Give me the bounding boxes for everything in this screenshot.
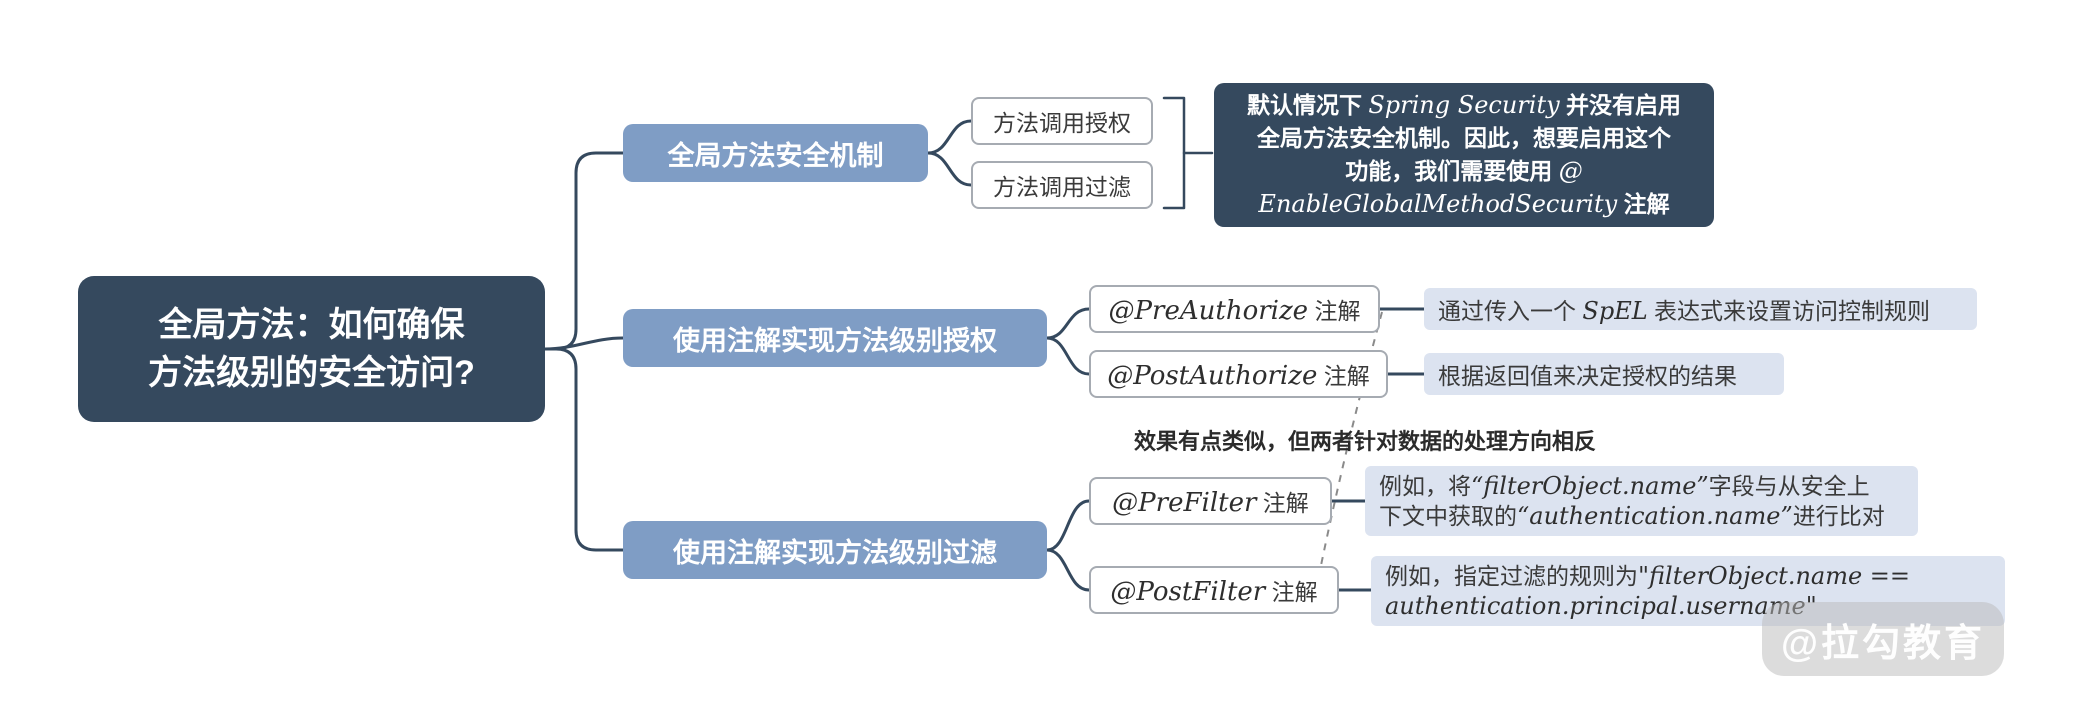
leaf-label-en: @PostFilter xyxy=(1110,577,1266,607)
note-line: 例如，将“filterObject.name”字段与从安全上 xyxy=(1379,472,1870,500)
connector-root-branch2 xyxy=(543,336,625,351)
note-text: 注解 xyxy=(1617,191,1670,217)
root-node: 全局方法：如何确保 方法级别的安全访问? xyxy=(78,276,545,422)
leaf-label-zh: 注解 xyxy=(1317,363,1370,389)
leaf-label: @PostAuthorize 注解 xyxy=(1107,357,1369,391)
branch-annotation-authorization: 使用注解实现方法级别授权 xyxy=(623,309,1047,367)
note-line: 默认情况下 Spring Security 并没有启用 xyxy=(1247,89,1681,122)
node-preauthorize-annotation: @PreAuthorize 注解 xyxy=(1089,285,1380,333)
relation-text: 效果有点类似，但两者针对数据的处理方向相反 xyxy=(1133,429,1596,454)
note-text: 全局方法安全机制。因此，想要启用这个 xyxy=(1257,125,1671,151)
branch-label: 使用注解实现方法级别过滤 xyxy=(673,537,997,568)
connector-branch3-child2 xyxy=(1045,548,1091,592)
root-title-line2: 方法级别的安全访问? xyxy=(148,354,475,392)
note-text: 根据返回值来决定授权的结果 xyxy=(1438,363,1737,389)
note-text-en: EnableGlobalMethodSecurity xyxy=(1258,190,1618,218)
connector-root-branch1 xyxy=(543,151,625,351)
note-prefilter-example: 例如，将“filterObject.name”字段与从安全上 下文中获取的“au… xyxy=(1365,466,1918,536)
note-similarity-comparison: 效果有点类似，但两者针对数据的处理方向相反 xyxy=(1120,426,1610,454)
branch-label: 全局方法安全机制 xyxy=(667,140,884,171)
note-enableglobalmethodsecurity: 默认情况下 Spring Security 并没有启用 全局方法安全机制。因此，… xyxy=(1214,83,1714,227)
leaf-label: @PreAuthorize 注解 xyxy=(1109,292,1361,326)
note-text-en: Spring Security xyxy=(1368,91,1560,119)
connector-branch2-child1 xyxy=(1045,307,1091,340)
branch-label: 使用注解实现方法级别授权 xyxy=(673,325,997,356)
watermark-lagou: @拉勾教育 xyxy=(1762,602,2004,676)
note-text: 并没有启用 xyxy=(1559,92,1682,118)
leaf-label: @PostFilter 注解 xyxy=(1110,573,1317,607)
leaf-label-zh: 注解 xyxy=(1308,298,1361,324)
connector-branch1-child2 xyxy=(926,151,973,187)
connector-root-branch3 xyxy=(543,347,625,552)
leaf-label: 方法调用过滤 xyxy=(993,174,1131,200)
leaf-label-zh: 注解 xyxy=(1265,579,1318,605)
root-title-line1: 全局方法：如何确保 xyxy=(158,306,465,344)
branch-global-method-security: 全局方法安全机制 xyxy=(623,124,928,182)
connector-branch1-child1 xyxy=(926,119,973,155)
node-prefilter-annotation: @PreFilter 注解 xyxy=(1089,477,1332,525)
note-line: EnableGlobalMethodSecurity 注解 xyxy=(1258,188,1669,221)
leaf-label: @PreFilter 注解 xyxy=(1112,484,1309,518)
note-preauthorize-desc: 通过传入一个 SpEL 表达式来设置访问控制规则 xyxy=(1424,288,1977,330)
note-postauthorize-desc: 根据返回值来决定授权的结果 xyxy=(1424,353,1784,395)
leaf-label-en: @PreFilter xyxy=(1112,488,1257,518)
note-line: 全局方法安全机制。因此，想要启用这个 xyxy=(1257,122,1671,155)
leaf-label-en: @PostAuthorize xyxy=(1107,361,1318,391)
leaf-label: 方法调用授权 xyxy=(993,110,1131,136)
note-text: 通过传入一个 SpEL 表达式来设置访问控制规则 xyxy=(1438,297,1931,325)
node-postauthorize-annotation: @PostAuthorize 注解 xyxy=(1089,350,1388,398)
note-line: 下文中获取的“authentication.name”进行比对 xyxy=(1379,502,1885,530)
note-text-en: @ xyxy=(1558,157,1583,185)
note-line: authentication.principal.username" xyxy=(1385,592,1817,620)
leaf-label-zh: 注解 xyxy=(1256,490,1309,516)
node-method-invocation-authorization: 方法调用授权 xyxy=(971,97,1153,145)
watermark-text: @拉勾教育 xyxy=(1780,622,1986,665)
note-text: 默认情况下 xyxy=(1246,92,1369,118)
bracket-shape xyxy=(1162,96,1186,210)
note-line: 例如，指定过滤的规则为"filterObject.name == xyxy=(1385,562,1911,590)
node-postfilter-annotation: @PostFilter 注解 xyxy=(1089,566,1339,614)
note-line: 功能，我们需要使用 @ xyxy=(1345,155,1582,188)
note-postfilter-example: 例如，指定过滤的规则为"filterObject.name == authent… xyxy=(1371,556,2005,626)
note-text: 功能，我们需要使用 xyxy=(1345,158,1559,184)
connector-branch2-child2 xyxy=(1045,336,1091,376)
connector-branch3-child1 xyxy=(1045,499,1091,552)
leaf-label-en: @PreAuthorize xyxy=(1108,296,1309,326)
dashed-relation-line xyxy=(1317,311,1383,581)
node-method-invocation-filtering: 方法调用过滤 xyxy=(971,161,1153,209)
branch-annotation-filtering: 使用注解实现方法级别过滤 xyxy=(623,521,1047,579)
